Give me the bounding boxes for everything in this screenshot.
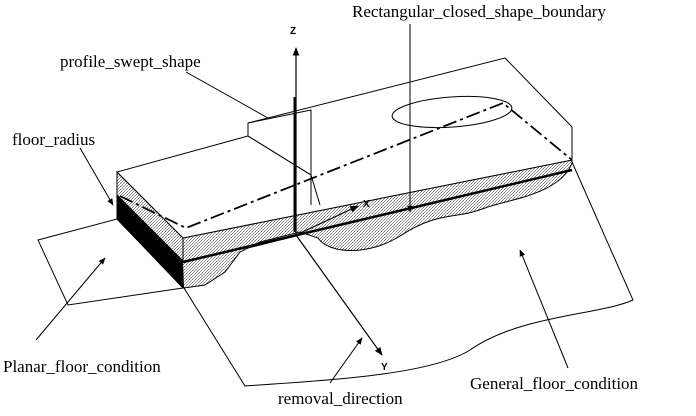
- profile-swept-label: profile_swept_shape: [60, 52, 201, 71]
- floor-radius-strip: [117, 196, 184, 288]
- planar-floor-sheet: [37, 218, 185, 306]
- x-axis: [295, 205, 359, 236]
- top-ellipse: [391, 95, 513, 129]
- y-axis-label: Y: [381, 362, 388, 373]
- general-floor-sheet: [183, 161, 634, 387]
- z-axis-label: Z: [290, 26, 296, 37]
- removal-direction-label: removal_direction: [278, 389, 403, 408]
- rect-boundary-label: Rectangular_closed_shape_boundary: [352, 2, 606, 21]
- y-axis: [295, 234, 383, 356]
- x-axis-label: X: [363, 199, 370, 210]
- general-floor-label: General_floor_condition: [470, 374, 639, 393]
- dash-dot-centerline: [119, 101, 573, 229]
- floor-radius-label: floor_radius: [12, 130, 95, 149]
- planar-floor-label: Planar_floor_condition: [3, 357, 161, 376]
